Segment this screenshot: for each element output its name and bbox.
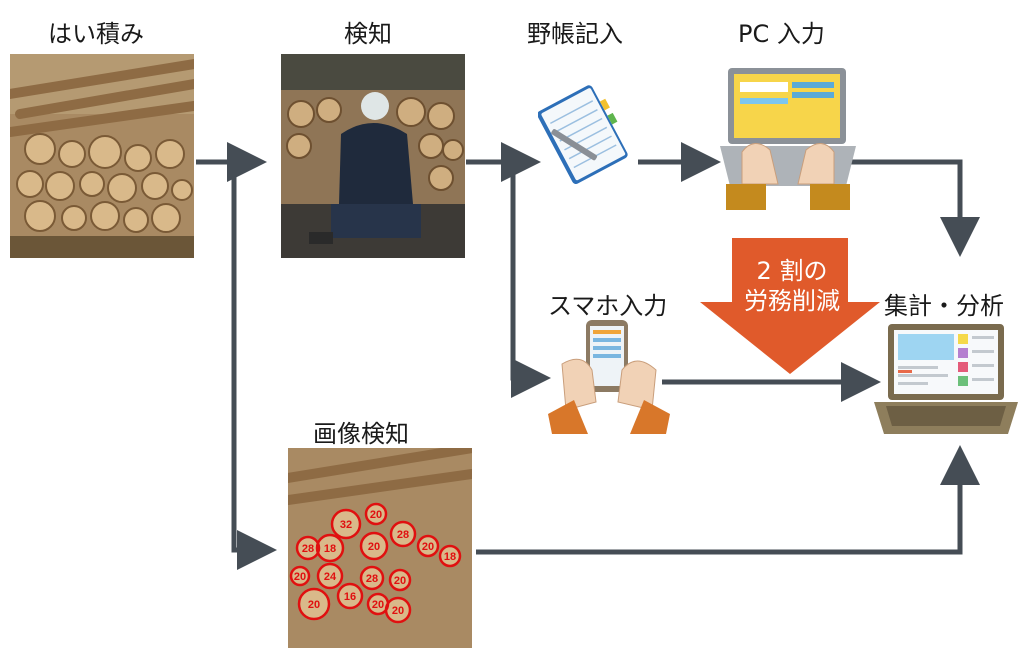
laptop-dashboard-icon xyxy=(872,322,1020,436)
label-image-inspection: 画像検知 xyxy=(313,420,409,448)
detection-diameter-label: 20 xyxy=(368,541,380,553)
detection-circle xyxy=(297,587,331,621)
arrow-pile-to-image-inspection xyxy=(231,162,277,570)
inspection-photo xyxy=(281,54,465,258)
detection-circle xyxy=(388,568,412,592)
label-inspection: 検知 xyxy=(344,20,392,48)
detection-diameter-label: 20 xyxy=(392,605,404,617)
detection-circle xyxy=(289,565,311,587)
callout-line-2: 労務削減 xyxy=(744,287,840,315)
detection-diameter-label: 28 xyxy=(397,529,409,541)
detection-circle xyxy=(316,562,344,590)
detection-diameter-label: 16 xyxy=(344,591,356,603)
detection-diameter-label: 20 xyxy=(372,599,384,611)
detection-diameter-label: 20 xyxy=(394,575,406,587)
detection-diameter-label: 20 xyxy=(370,509,382,521)
label-pc-input: PC 入力 xyxy=(738,20,825,48)
detection-circle xyxy=(438,544,462,568)
labor-reduction-callout xyxy=(700,238,880,374)
detection-diameter-label: 18 xyxy=(444,551,456,563)
detection-diameter-label: 32 xyxy=(340,519,352,531)
detection-diameter-label: 20 xyxy=(294,571,306,583)
detection-diameter-label: 20 xyxy=(308,599,320,611)
laptop-typing-icon xyxy=(720,66,856,210)
label-aggregation: 集計・分析 xyxy=(884,292,1004,320)
detection-circle xyxy=(364,502,388,526)
smartphone-hands-icon xyxy=(548,318,670,434)
detection-diameter-label: 28 xyxy=(302,543,314,555)
detection-circle xyxy=(315,533,345,563)
detection-diameter-label: 28 xyxy=(366,573,378,585)
detection-circle xyxy=(336,582,364,610)
callout-line-1: 2 割の xyxy=(756,257,828,285)
notebook-pen-icon xyxy=(537,82,634,188)
detection-circle xyxy=(359,531,389,561)
detection-diameter-label: 18 xyxy=(324,543,336,555)
log-pile-photo xyxy=(10,54,194,258)
arrow-inspection-to-smartphone xyxy=(510,162,551,398)
label-smartphone-input: スマホ入力 xyxy=(548,292,668,320)
detection-diameter-label: 20 xyxy=(422,541,434,553)
detection-diameter-label: 24 xyxy=(324,571,337,583)
detection-circle xyxy=(384,596,412,624)
arrow-pc-to-aggregation xyxy=(846,159,980,257)
detection-circle xyxy=(330,508,362,540)
label-pile: はい積み xyxy=(48,20,144,48)
label-field-notes: 野帳記入 xyxy=(527,20,623,48)
arrow-image-to-aggregation xyxy=(476,445,980,555)
detection-circle xyxy=(389,520,417,548)
detection-circle xyxy=(359,565,385,591)
image-detection-photo: 32 20 28 28 18 20 20 18 20 24 28 20 20 16 20 20 xyxy=(288,448,472,648)
detection-circle xyxy=(416,534,440,558)
detection-circle xyxy=(295,535,321,561)
